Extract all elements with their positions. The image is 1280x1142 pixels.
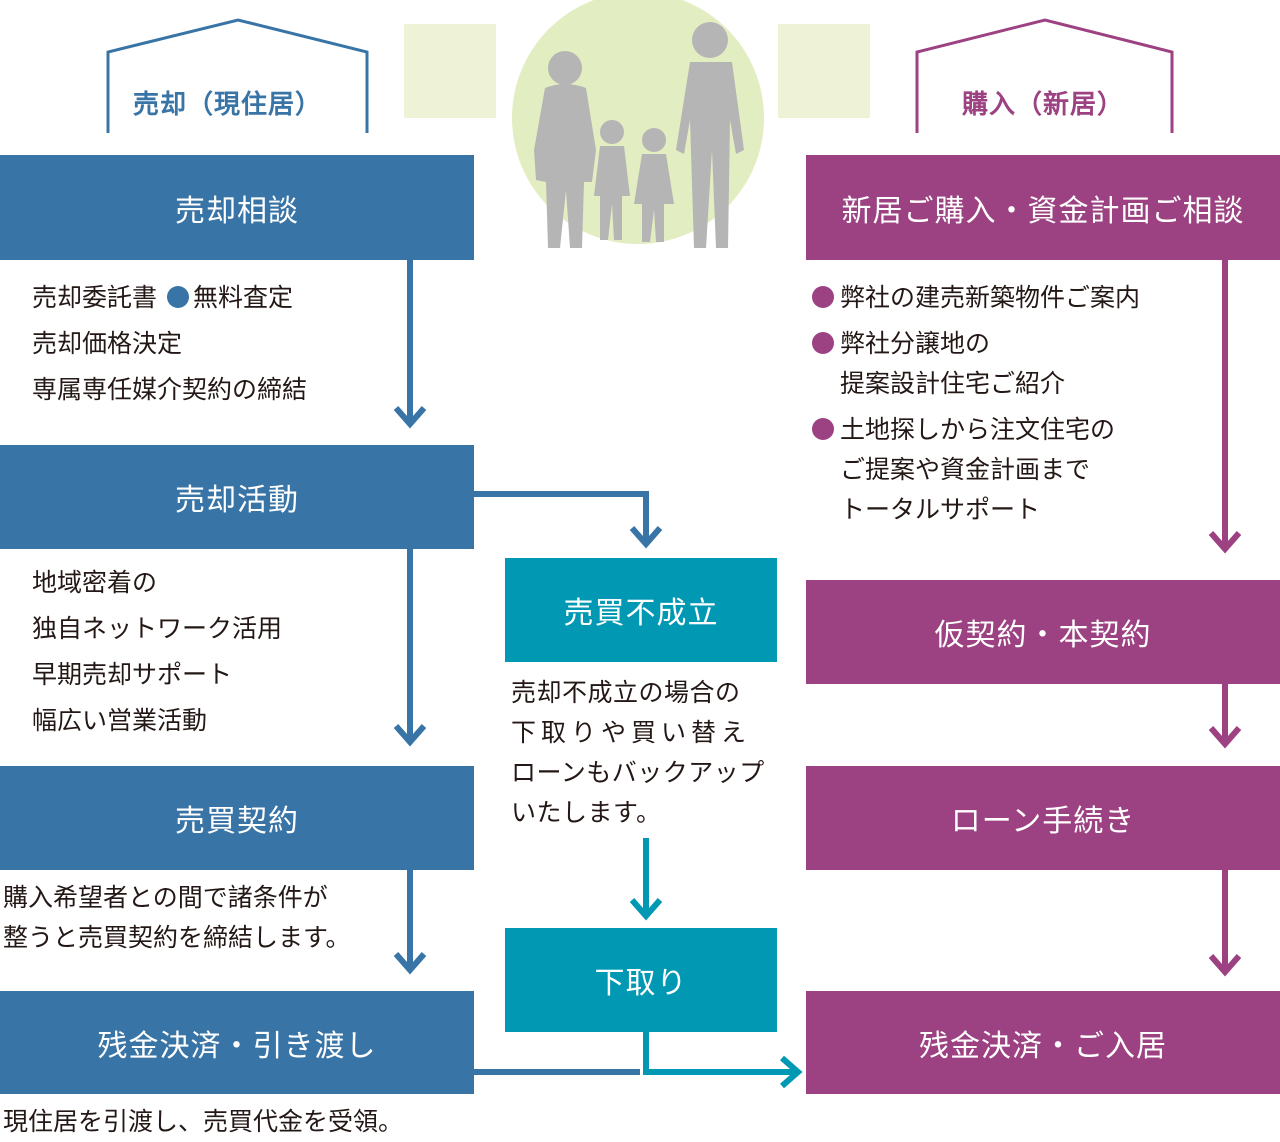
- bullet-dot-icon: [167, 286, 190, 308]
- note-conditions: 購入希望者との間で諸条件が: [3, 883, 328, 912]
- step-sale-failed: 売買不成立: [505, 558, 777, 662]
- note-sale-contract: 売却委託書: [32, 283, 158, 312]
- sales-contract-notes: 購入希望者との間で諸条件が 整うと売買契約を締結します。: [3, 878, 351, 958]
- note-price-decision: 売却価格決定: [32, 329, 183, 358]
- decor-square-right: [778, 24, 870, 118]
- sale-activity-notes: 地域密着の 独自ネットワーク活用 早期売却サポート 幅広い営業活動: [32, 560, 282, 744]
- left-header-label: 売却（現住居）: [133, 90, 323, 120]
- step-settlement-handover: 残金決済・引き渡し: [0, 991, 474, 1094]
- note-sales-activity: 幅広い営業活動: [32, 706, 208, 735]
- step-trade-in: 下取り: [505, 928, 777, 1032]
- step-settlement-move-in: 残金決済・ご入居: [806, 991, 1280, 1094]
- note-failed-4: いたします。: [511, 798, 662, 827]
- sale-consultation-notes: 売却委託書 無料査定 売却価格決定 専属専任媒介契約の締結: [32, 275, 307, 413]
- bullet-dot-icon: [812, 332, 834, 354]
- right-header-label: 購入（新居）: [962, 90, 1125, 120]
- arrow-activity-to-failed: [474, 491, 649, 540]
- note-failed-3: ローンもバックアップ: [511, 758, 765, 787]
- bullet-dot-icon: [812, 418, 834, 440]
- step-sales-contract-title: 売買契約: [175, 804, 299, 839]
- note-exclusive-contract: 専属専任媒介契約の締結: [32, 375, 308, 404]
- note-sign-contract: 整うと売買契約を締結します。: [3, 923, 351, 952]
- step-loan: ローン手続き: [806, 766, 1280, 870]
- note-free-appraisal: 無料査定: [193, 283, 294, 312]
- note-new-homes: 弊社の建売新築物件ご案内: [840, 283, 1141, 312]
- house-outline-icon-right: [915, 18, 1174, 133]
- step-sale-consultation-title: 売却相談: [175, 193, 299, 229]
- note-local: 地域密着の: [32, 568, 158, 597]
- step-sales-contract: 売買契約: [0, 766, 474, 870]
- settlement-handover-notes: 現住居を引渡し、売買代金を受領。: [3, 1102, 403, 1142]
- note-failed-1: 売却不成立の場合の: [511, 678, 741, 707]
- family-silhouette-icon: [534, 22, 744, 248]
- step-sale-activity-title: 売却活動: [175, 483, 299, 518]
- note-proposal: ご提案や資金計画まで: [840, 455, 1091, 484]
- bullet-dot-icon: [812, 286, 834, 308]
- step-trade-in-title: 下取り: [594, 966, 688, 1001]
- note-subdivision: 弊社分譲地の: [840, 329, 991, 358]
- note-network: 独自ネットワーク活用: [32, 614, 283, 643]
- step-purchase-consultation-title: 新居ご購入・資金計画ご相談: [841, 193, 1245, 229]
- sale-failed-notes: 売却不成立の場合の 下取りや買い替え ローンもバックアップ いたします。: [511, 673, 765, 833]
- note-land-search: 土地探しから注文住宅の: [840, 415, 1116, 444]
- step-sale-failed-title: 売買不成立: [563, 596, 719, 631]
- note-total-support: トータルサポート: [840, 495, 1041, 524]
- step-purchase-consultation: 新居ご購入・資金計画ご相談: [806, 155, 1280, 260]
- note-failed-2: 下取りや買い替え: [511, 718, 752, 747]
- house-outline-icon-left: [106, 18, 369, 133]
- step-loan-title: ローン手続き: [950, 804, 1136, 839]
- step-settlement-handover-title: 残金決済・引き渡し: [97, 1028, 377, 1064]
- note-design-house: 提案設計住宅ご紹介: [840, 369, 1066, 398]
- step-settlement-move-in-title: 残金決済・ご入居: [919, 1028, 1167, 1064]
- note-handover: 現住居を引渡し、売買代金を受領。: [3, 1107, 404, 1136]
- note-early-sale: 早期売却サポート: [32, 660, 233, 689]
- step-sale-consultation: 売却相談: [0, 155, 474, 260]
- decor-square-left: [404, 24, 496, 118]
- step-sale-activity: 売却活動: [0, 445, 474, 549]
- step-contracts: 仮契約・本契約: [806, 580, 1280, 684]
- purchase-consultation-notes: 弊社の建売新築物件ご案内 弊社分譲地の 提案設計住宅ご紹介 土地探しから注文住宅…: [812, 278, 1140, 530]
- step-contracts-title: 仮契約・本契約: [934, 618, 1152, 653]
